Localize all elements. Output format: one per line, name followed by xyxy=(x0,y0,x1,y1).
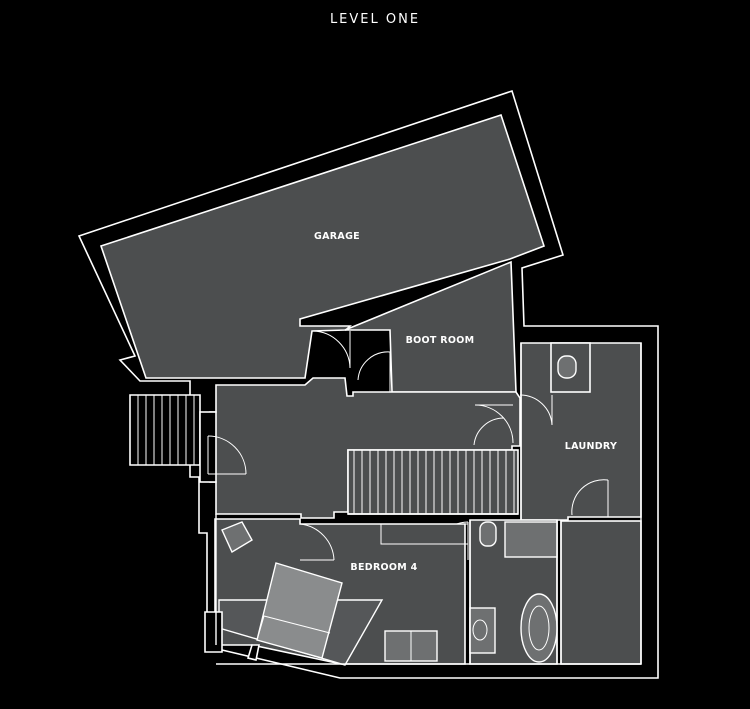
basin-icon xyxy=(469,607,496,654)
bed-icon xyxy=(256,562,343,659)
wardrobe xyxy=(380,523,469,545)
boot-room-label: BOOT ROOM xyxy=(406,335,475,346)
store-room xyxy=(560,520,642,665)
garage-room: GARAGE xyxy=(99,113,545,379)
staircase xyxy=(347,449,519,515)
toilet-icon xyxy=(557,355,577,379)
bedroom-4: BEDROOM 4 xyxy=(204,518,469,666)
entry-door xyxy=(199,411,247,483)
interior-walls xyxy=(215,343,642,665)
exterior-stairs xyxy=(129,394,201,466)
laundry-room: LAUNDRY xyxy=(519,342,642,521)
plan-title: LEVEL ONE xyxy=(330,12,420,27)
laundry-label: LAUNDRY xyxy=(565,441,617,452)
bedroom-4-label: BEDROOM 4 xyxy=(350,562,417,573)
shower-icon xyxy=(504,521,558,558)
bathtub-icon xyxy=(520,593,558,663)
garage-label: GARAGE xyxy=(314,231,360,242)
toilet-icon-2 xyxy=(479,521,497,547)
armchair-icon xyxy=(221,521,253,554)
